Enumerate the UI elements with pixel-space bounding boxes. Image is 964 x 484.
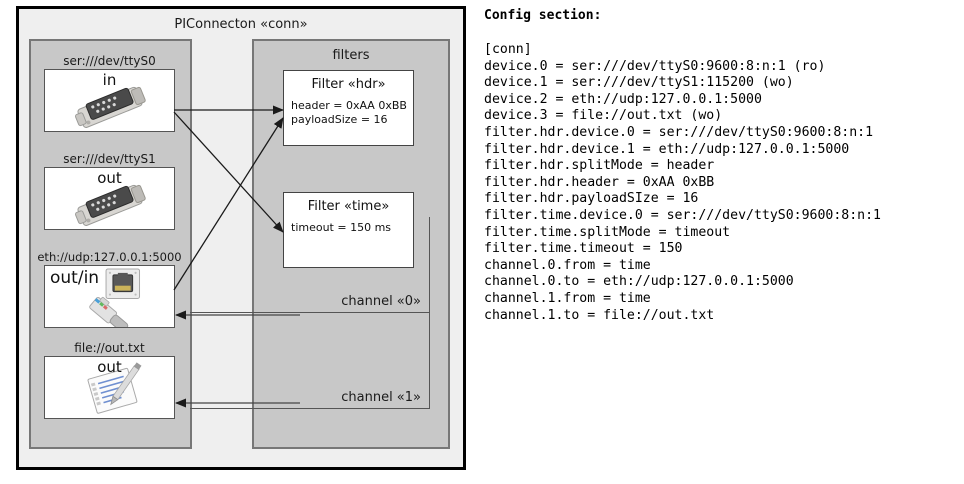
filter-title: Filter «time» bbox=[307, 199, 390, 214]
device-caption: ser:///dev/ttyS0 bbox=[63, 54, 156, 68]
channel-0-route: channel «0» bbox=[190, 217, 430, 313]
channel-1-route: channel «1» bbox=[190, 313, 430, 409]
device-ser-ttys0[interactable]: ser:///dev/ttyS0 in bbox=[44, 53, 175, 132]
device-caption: file://out.txt bbox=[74, 341, 145, 355]
filters-panel-title: filters bbox=[332, 48, 370, 63]
filter-property: header = 0xAA 0xBB bbox=[291, 99, 407, 112]
device-caption: eth://udp:127.0.0.1:5000 bbox=[37, 250, 182, 264]
serial-db9-icon bbox=[75, 86, 146, 128]
filter-hdr[interactable]: Filter «hdr» header = 0xAA 0xBB payloadS… bbox=[283, 70, 414, 146]
devices-panel: ser:///dev/ttyS0 in bbox=[29, 39, 192, 449]
serial-db9-icon bbox=[75, 184, 146, 226]
config-lines: [conn] device.0 = ser:///dev/ttyS0:9600:… bbox=[484, 42, 881, 323]
channel-0-label: channel «0» bbox=[341, 294, 421, 309]
config-section: Config section: [conn] device.0 = ser://… bbox=[482, 0, 964, 484]
device-direction-label: out/in bbox=[50, 268, 100, 288]
device-caption: ser:///dev/ttyS1 bbox=[63, 152, 156, 166]
device-eth-udp[interactable]: eth://udp:127.0.0.1:5000 out/in bbox=[37, 249, 182, 328]
architecture-diagram: PIConnecton «conn» ser:///dev/ttyS0 in bbox=[0, 0, 478, 484]
diagram-title: PIConnecton «conn» bbox=[174, 17, 308, 32]
device-direction-label: out bbox=[97, 358, 122, 376]
filters-panel: filters Filter «hdr» header = 0xAA 0xBB … bbox=[190, 39, 450, 449]
device-direction-label: out bbox=[97, 169, 122, 187]
device-box[interactable]: out/in bbox=[44, 265, 175, 328]
device-ser-ttys1[interactable]: ser:///dev/ttyS1 out bbox=[44, 151, 175, 230]
config-heading: Config section: bbox=[484, 8, 602, 23]
device-file-out[interactable]: file://out.txt out bbox=[44, 340, 175, 419]
text-file-icon bbox=[87, 362, 142, 414]
filter-property: timeout = 150 ms bbox=[291, 221, 392, 234]
channel-1-label: channel «1» bbox=[341, 390, 421, 405]
filter-time[interactable]: Filter «time» timeout = 150 ms bbox=[283, 192, 414, 268]
device-box[interactable]: out bbox=[44, 356, 175, 419]
filter-property: payloadSize = 16 bbox=[291, 113, 388, 126]
ethernet-rj45-icon bbox=[89, 268, 141, 327]
device-box[interactable]: in bbox=[44, 69, 175, 132]
device-direction-label: in bbox=[102, 71, 117, 89]
device-box[interactable]: out bbox=[44, 167, 175, 230]
filter-title: Filter «hdr» bbox=[311, 77, 386, 92]
